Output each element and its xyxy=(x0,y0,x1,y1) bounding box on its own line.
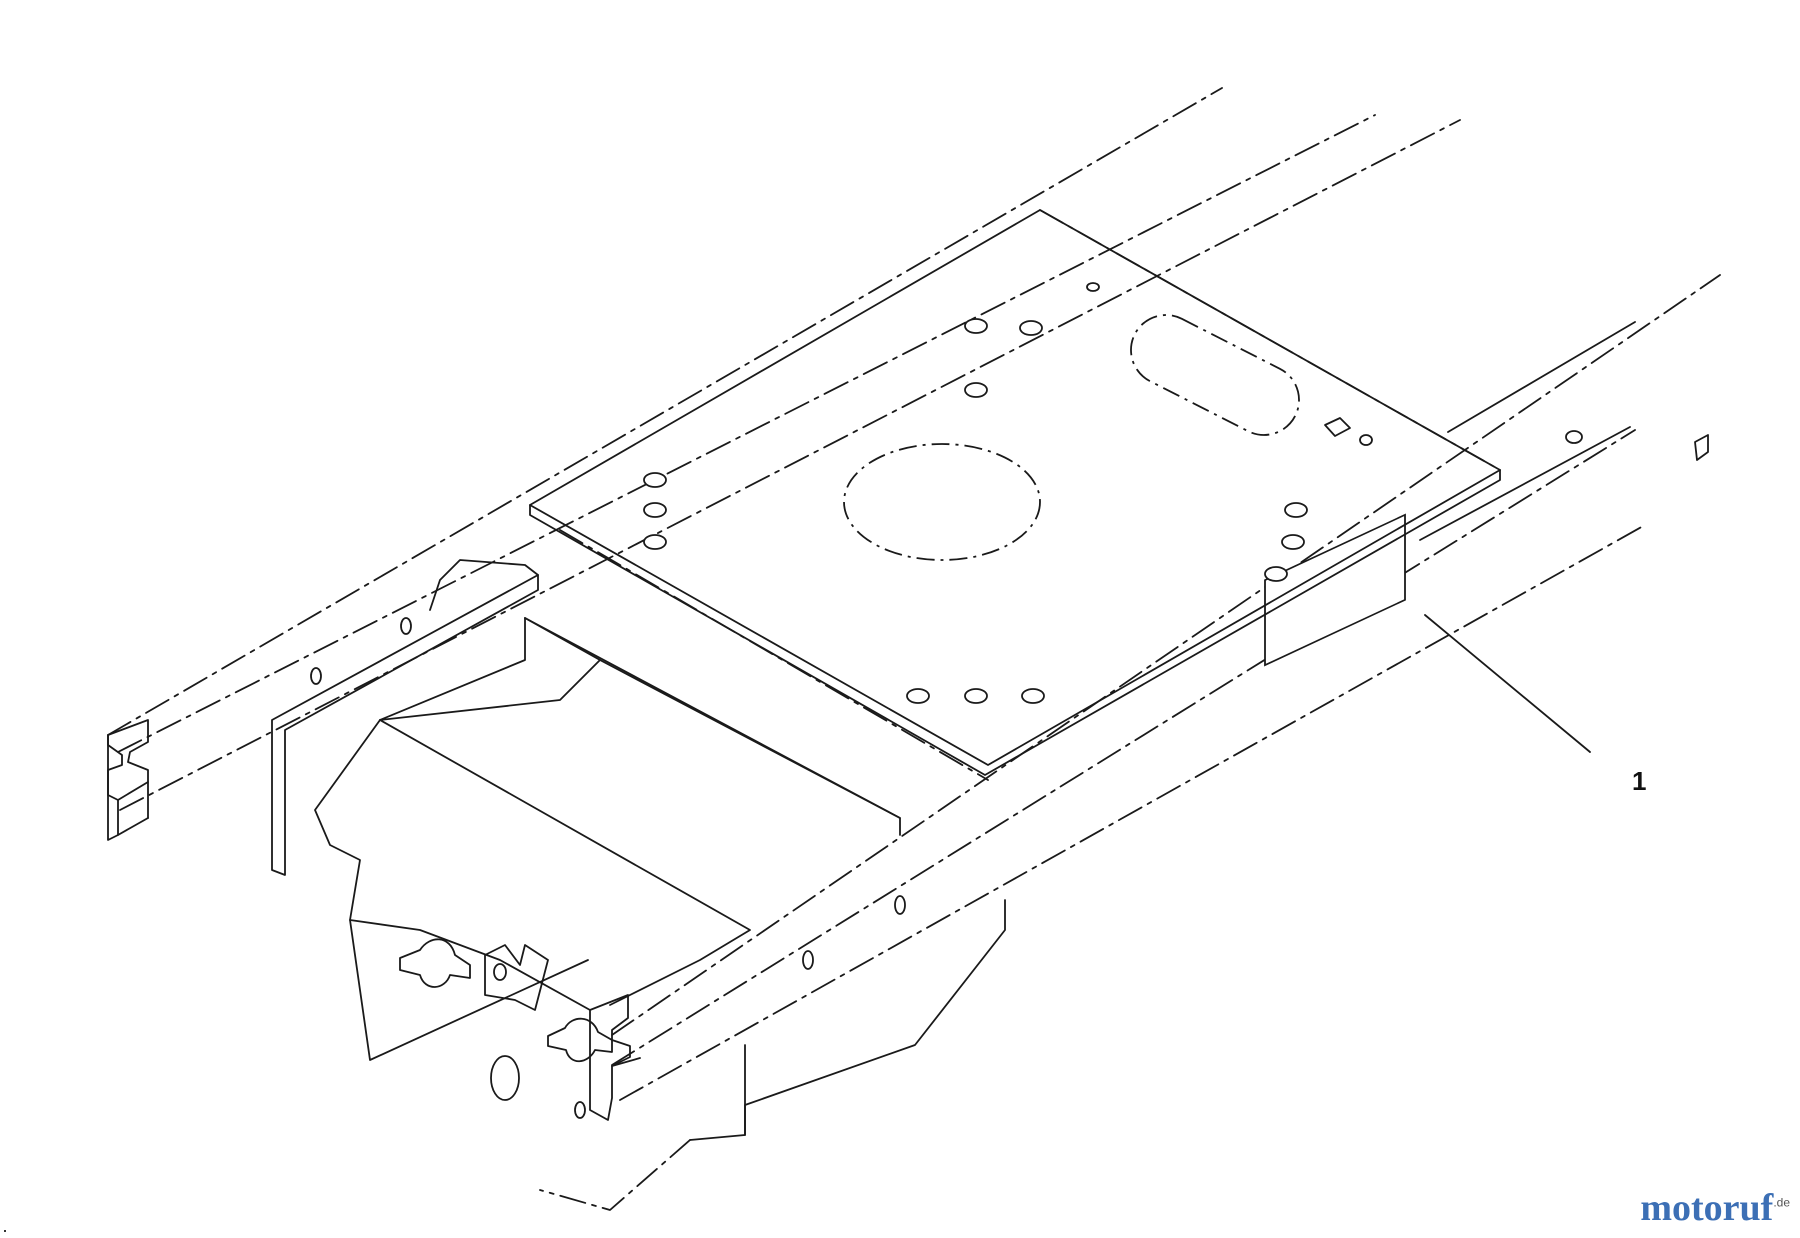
mounting-tab xyxy=(484,944,549,1011)
watermark-suffix: .de xyxy=(1773,1195,1790,1210)
right-frame-rail xyxy=(589,274,1721,1121)
callout-1: 1 xyxy=(1424,614,1646,796)
keyhole-cutout xyxy=(399,938,471,988)
callout-label: 1 xyxy=(1632,766,1646,796)
watermark-logo: motoruf.de xyxy=(1640,1186,1790,1230)
corner-dot xyxy=(4,1230,6,1232)
keyhole-cutout xyxy=(547,1017,613,1063)
center-opening xyxy=(843,443,1041,561)
watermark-text: motoruf xyxy=(1640,1187,1774,1229)
leader-line xyxy=(1424,614,1591,753)
oblong-slot xyxy=(1130,314,1300,436)
left-frame-rail xyxy=(107,87,1461,876)
mounting-plate xyxy=(529,209,1501,781)
front-housing xyxy=(314,617,1006,1211)
